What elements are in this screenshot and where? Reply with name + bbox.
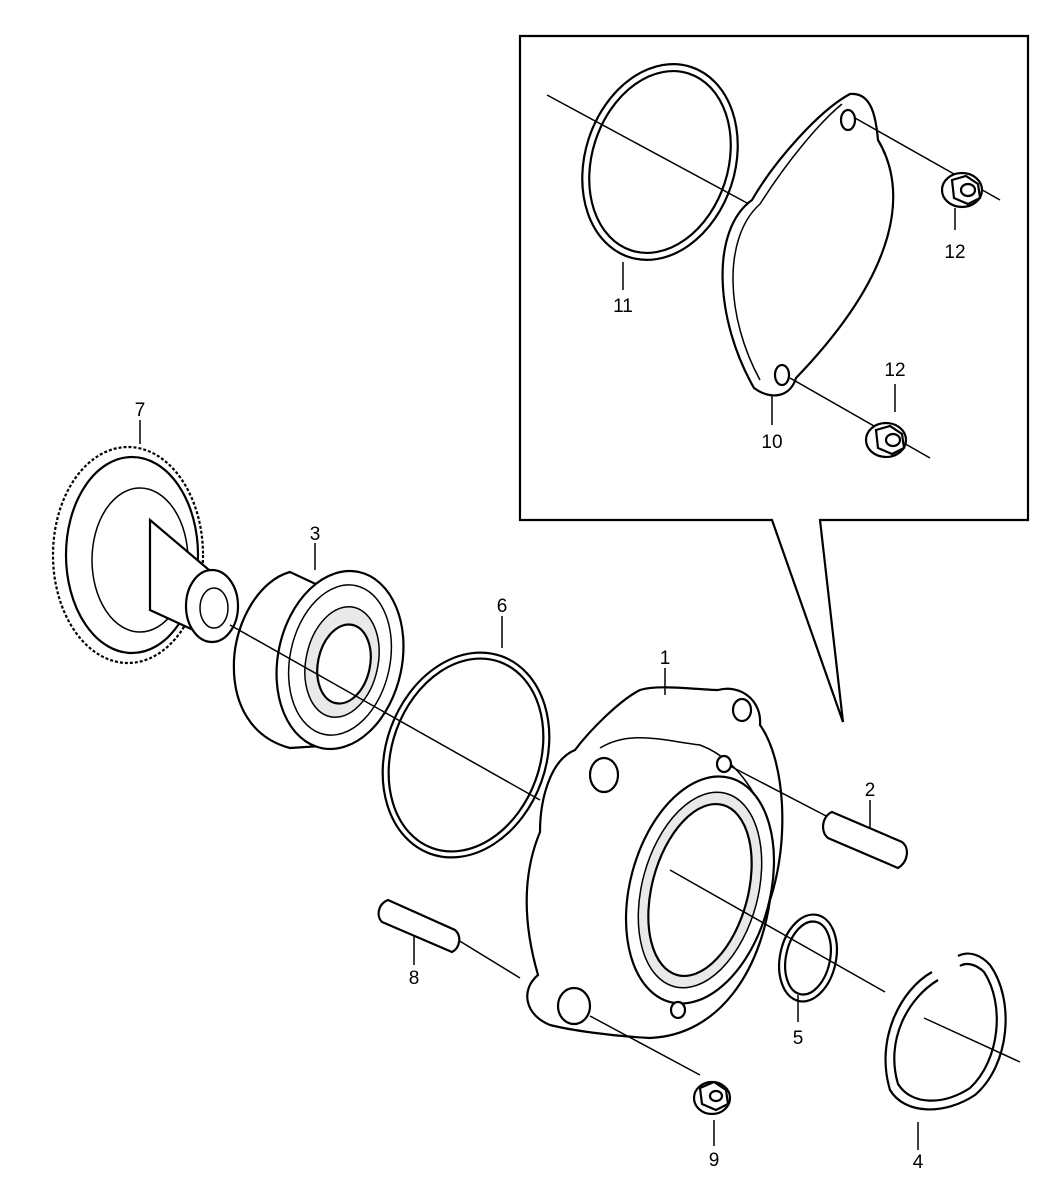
callout-8: 8 bbox=[409, 968, 420, 989]
part-12-flange-nut-upper bbox=[940, 171, 984, 230]
callout-12-lower: 12 bbox=[884, 360, 905, 381]
callout-5: 5 bbox=[793, 1028, 804, 1049]
callout-3: 3 bbox=[310, 524, 321, 545]
callout-9: 9 bbox=[709, 1150, 720, 1171]
detail-inset bbox=[518, 34, 1030, 723]
part-6-o-ring bbox=[381, 616, 551, 859]
part-11-o-ring bbox=[581, 63, 739, 290]
part-9-flange-nut bbox=[692, 1080, 732, 1146]
part-12-flange-nut-lower bbox=[864, 384, 908, 459]
stud-8-axis-line bbox=[457, 939, 521, 979]
callout-7: 7 bbox=[135, 400, 146, 421]
callout-4: 4 bbox=[913, 1152, 924, 1173]
inset-axis-line bbox=[546, 94, 761, 211]
part-4-snap-ring bbox=[884, 952, 1007, 1150]
stud-axis-line bbox=[729, 765, 831, 819]
ring-axis-line bbox=[923, 1017, 1021, 1063]
part-3-ball-bearing bbox=[232, 543, 405, 751]
part-10-cover-plate bbox=[721, 92, 1001, 459]
nut-9-axis-line bbox=[589, 1015, 701, 1076]
callout-2: 2 bbox=[865, 780, 876, 801]
part-1-housing bbox=[525, 668, 784, 1040]
callout-11: 11 bbox=[613, 296, 633, 317]
housing-axis-line bbox=[669, 869, 886, 993]
callout-1: 1 bbox=[660, 648, 671, 669]
part-8-stud bbox=[377, 898, 461, 965]
part-7-gear-shaft bbox=[51, 420, 240, 665]
part-2-stud bbox=[822, 800, 908, 870]
callout-12-upper: 12 bbox=[944, 242, 965, 263]
main-axis-line bbox=[229, 624, 541, 801]
callout-10: 10 bbox=[761, 432, 782, 453]
callout-6: 6 bbox=[497, 596, 508, 617]
part-5-snap-ring bbox=[778, 913, 838, 1022]
